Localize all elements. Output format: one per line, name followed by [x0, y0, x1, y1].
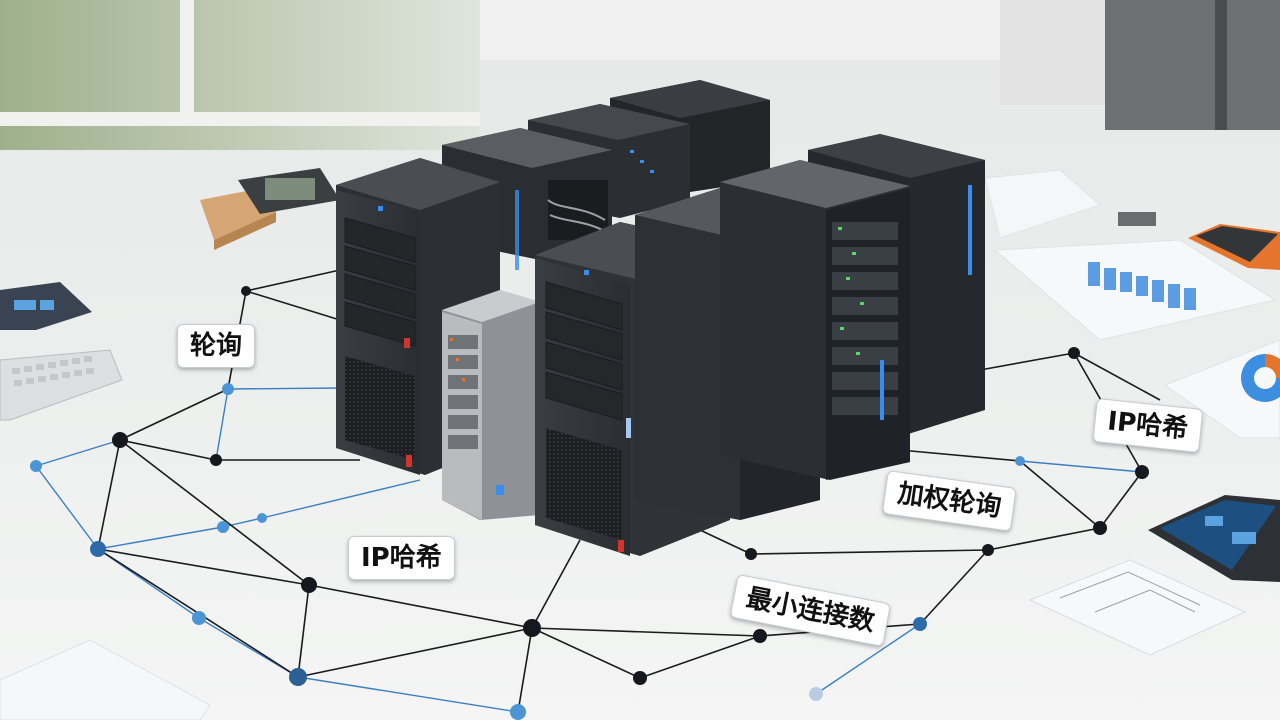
network-graph: [30, 269, 1161, 720]
label-round-robin: 轮询: [177, 324, 256, 368]
chart-paper: [993, 239, 1277, 341]
window-background: [0, 0, 1280, 150]
desk-items: [0, 168, 1280, 720]
server-racks: [336, 80, 985, 556]
photo-tablet: [238, 168, 340, 214]
papers-top-right: [984, 169, 1101, 239]
small-gadget: [1118, 212, 1156, 226]
keyboard: [0, 349, 123, 421]
server-silver-unit: [442, 290, 540, 520]
network-node-blue: [30, 383, 1025, 720]
document-bottom-left: [0, 639, 211, 720]
server-rack-blue: [720, 160, 910, 480]
tablet-right: [1148, 495, 1280, 582]
label-ip-hash-left: IP哈希: [348, 536, 455, 580]
network-node-dark: [112, 286, 1149, 685]
tablet-left: [0, 282, 92, 330]
blueprint-paper: [1028, 559, 1247, 656]
pie-chart-paper: [1163, 339, 1280, 439]
orange-device: [1188, 224, 1280, 270]
